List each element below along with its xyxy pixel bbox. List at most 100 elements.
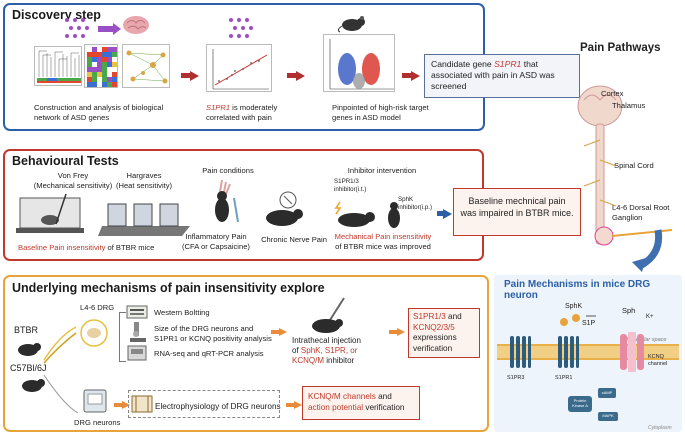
heatmap-cell (107, 52, 112, 57)
drg-pathway-label: L4-6 Dorsal Root Ganglion (612, 203, 670, 222)
mech-arrowhead-4 (294, 401, 302, 409)
mechanical-black: of BTBR mice was improved (335, 241, 431, 251)
mech-result-1-red2: KCNQ2/3/5 (413, 322, 455, 332)
discovery-caption-2: S1PR1 is moderately correlated with pain (206, 103, 306, 122)
drg-bracket (119, 312, 126, 362)
hargraves-title: Hargraves (126, 171, 162, 180)
c57-label: C57Bl/6J (10, 363, 47, 373)
pcr-icon (127, 345, 147, 361)
heatmap-cell (107, 47, 112, 52)
mapk-label: MAPK (602, 413, 614, 418)
ephys-label: Electrophysiology of DRG neurons (155, 402, 281, 411)
purple-arrow-icon (98, 26, 114, 32)
btbr-label: BTBR (14, 325, 39, 335)
s1p-molecule-icon (560, 314, 596, 326)
population-icon-2 (229, 18, 253, 38)
behaviour-result-box: Baseline mechnical pain was impaired in … (453, 188, 581, 236)
heatmap-cell (112, 62, 117, 67)
s1pr1-label: S1PR1 (555, 375, 573, 381)
heatmap-cell (97, 57, 102, 62)
curved-arrow-icon (632, 229, 663, 272)
western-label: Western Boltting (154, 308, 210, 317)
drg-tissue-icon (80, 319, 108, 347)
mechanical-red: Mechanical Pain insensitivity (334, 232, 432, 241)
behaviour-panel (3, 149, 484, 261)
pka-node (568, 396, 592, 412)
heatmap-cell (92, 82, 97, 87)
heatmap-cell (112, 57, 117, 62)
discovery-arrowhead-1 (190, 71, 199, 81)
mechanisms-title: Underlying mechanisms of pain insensitiv… (12, 281, 325, 295)
discovery-result-box: Candidate gene S1PR1 that associated wit… (424, 54, 580, 98)
drg-label: L4-6 DRG (80, 303, 115, 312)
heatmap-cell (87, 47, 92, 52)
discovery-arrow-1 (181, 73, 191, 78)
heatmap-cell (112, 52, 117, 57)
baseline-black: of BTBR mice (105, 243, 155, 252)
heatmap-cell (92, 67, 97, 72)
discovery-arrowhead-3 (411, 71, 420, 81)
k-ion-label: K+ (646, 314, 654, 320)
heatmap-cell (92, 62, 97, 67)
mech-result-2-mid: and (375, 392, 392, 401)
heatmap-cell (102, 52, 107, 57)
heatmap-cell (92, 47, 97, 52)
drg-mechanism-title: Pain Mechanisms in mice DRG neuron (504, 279, 651, 301)
vonfrey-sub: (Mechanical sensitivity) (33, 180, 113, 190)
mech-result-box-2: KCNQ/M channels and action potential ver… (302, 386, 420, 420)
cytoplasm-label: Cytoplasm (648, 425, 672, 431)
inflammatory-title: Inflammatory Pain (185, 232, 247, 241)
injection-line-2-red: SphK, S1PR, or (300, 346, 358, 355)
size-line-1: Size of the DRG neurons and (154, 324, 254, 333)
volcano-plot-thumbnail (323, 34, 395, 92)
inflammatory-sub: (CFA or Capsaicine) (182, 241, 250, 251)
sph-label: Sph (622, 306, 636, 315)
heatmap-cell (87, 57, 92, 62)
mech-result-2-red1: KCNQ/M channels (308, 392, 376, 401)
brain-icon (123, 16, 149, 34)
heatmap-cell (107, 67, 112, 72)
discovery-result-post: that associated with pain in ASD was scr… (431, 59, 555, 91)
heatmap-cell (97, 52, 102, 57)
heatmap-cell (87, 62, 92, 67)
s1pr-inhibitor-label: S1PR1/3 inhibitor(i.t.) (334, 178, 384, 193)
s1pr3-receptor-icon (510, 336, 531, 368)
heatmap-cell (107, 77, 112, 82)
hargraves-apparatus-icon (98, 203, 190, 236)
inhibitor-mice-icon (334, 201, 400, 228)
inhibitor-title: Inhibitor intervention (347, 166, 417, 175)
discovery-caption-2-gene: S1PR1 (206, 103, 231, 112)
sphk-inhibitor-label: SphK inhibitor(i.p.) (398, 196, 438, 211)
microscope-icon (130, 322, 146, 342)
sphk-inhibitor-name: SphK (398, 196, 414, 203)
mapk-node (598, 412, 618, 421)
heatmap-cell (97, 72, 102, 77)
mech-result-1-post: expressions verification (413, 333, 457, 353)
heatmap-cell (102, 72, 107, 77)
heatmap-cell (97, 67, 102, 72)
cortex-label: Cortex (601, 89, 624, 98)
heatmap-cell (107, 82, 112, 87)
heatmap-cell (97, 82, 102, 87)
mech-arrow-3 (114, 403, 122, 407)
inflammatory-mouse-icon (215, 179, 239, 223)
nervous-system-icon (577, 85, 673, 246)
chronic-label: Chronic Nerve Pain (261, 235, 327, 244)
heatmap-cell (112, 72, 117, 77)
behaviour-title: Behavioural Tests (12, 154, 119, 168)
heatmap-cell (87, 82, 92, 87)
mechanical-caption: Mechanical Pain insensitivity of BTBR mi… (328, 232, 438, 251)
heatmap-cell (102, 57, 107, 62)
gene-network-thumbnail (122, 44, 170, 88)
heatmap-cell (102, 47, 107, 52)
spinal-cord-label: Spinal Cord (614, 161, 654, 170)
heatmap-cell (112, 82, 117, 87)
mech-arrowhead-2 (397, 328, 405, 336)
hargraves-label: Hargraves (Heat sensitivity) (99, 171, 189, 190)
baseline-red: Baseline Pain insensitivity (18, 243, 106, 252)
correlation-plot-thumbnail (206, 44, 272, 92)
heatmap-cell (97, 47, 102, 52)
discovery-caption-3: Pinpointed of high-risk target genes in … (332, 103, 429, 122)
ephys-rig-icon (131, 395, 153, 413)
s1pr1-receptor-icon (558, 336, 579, 368)
